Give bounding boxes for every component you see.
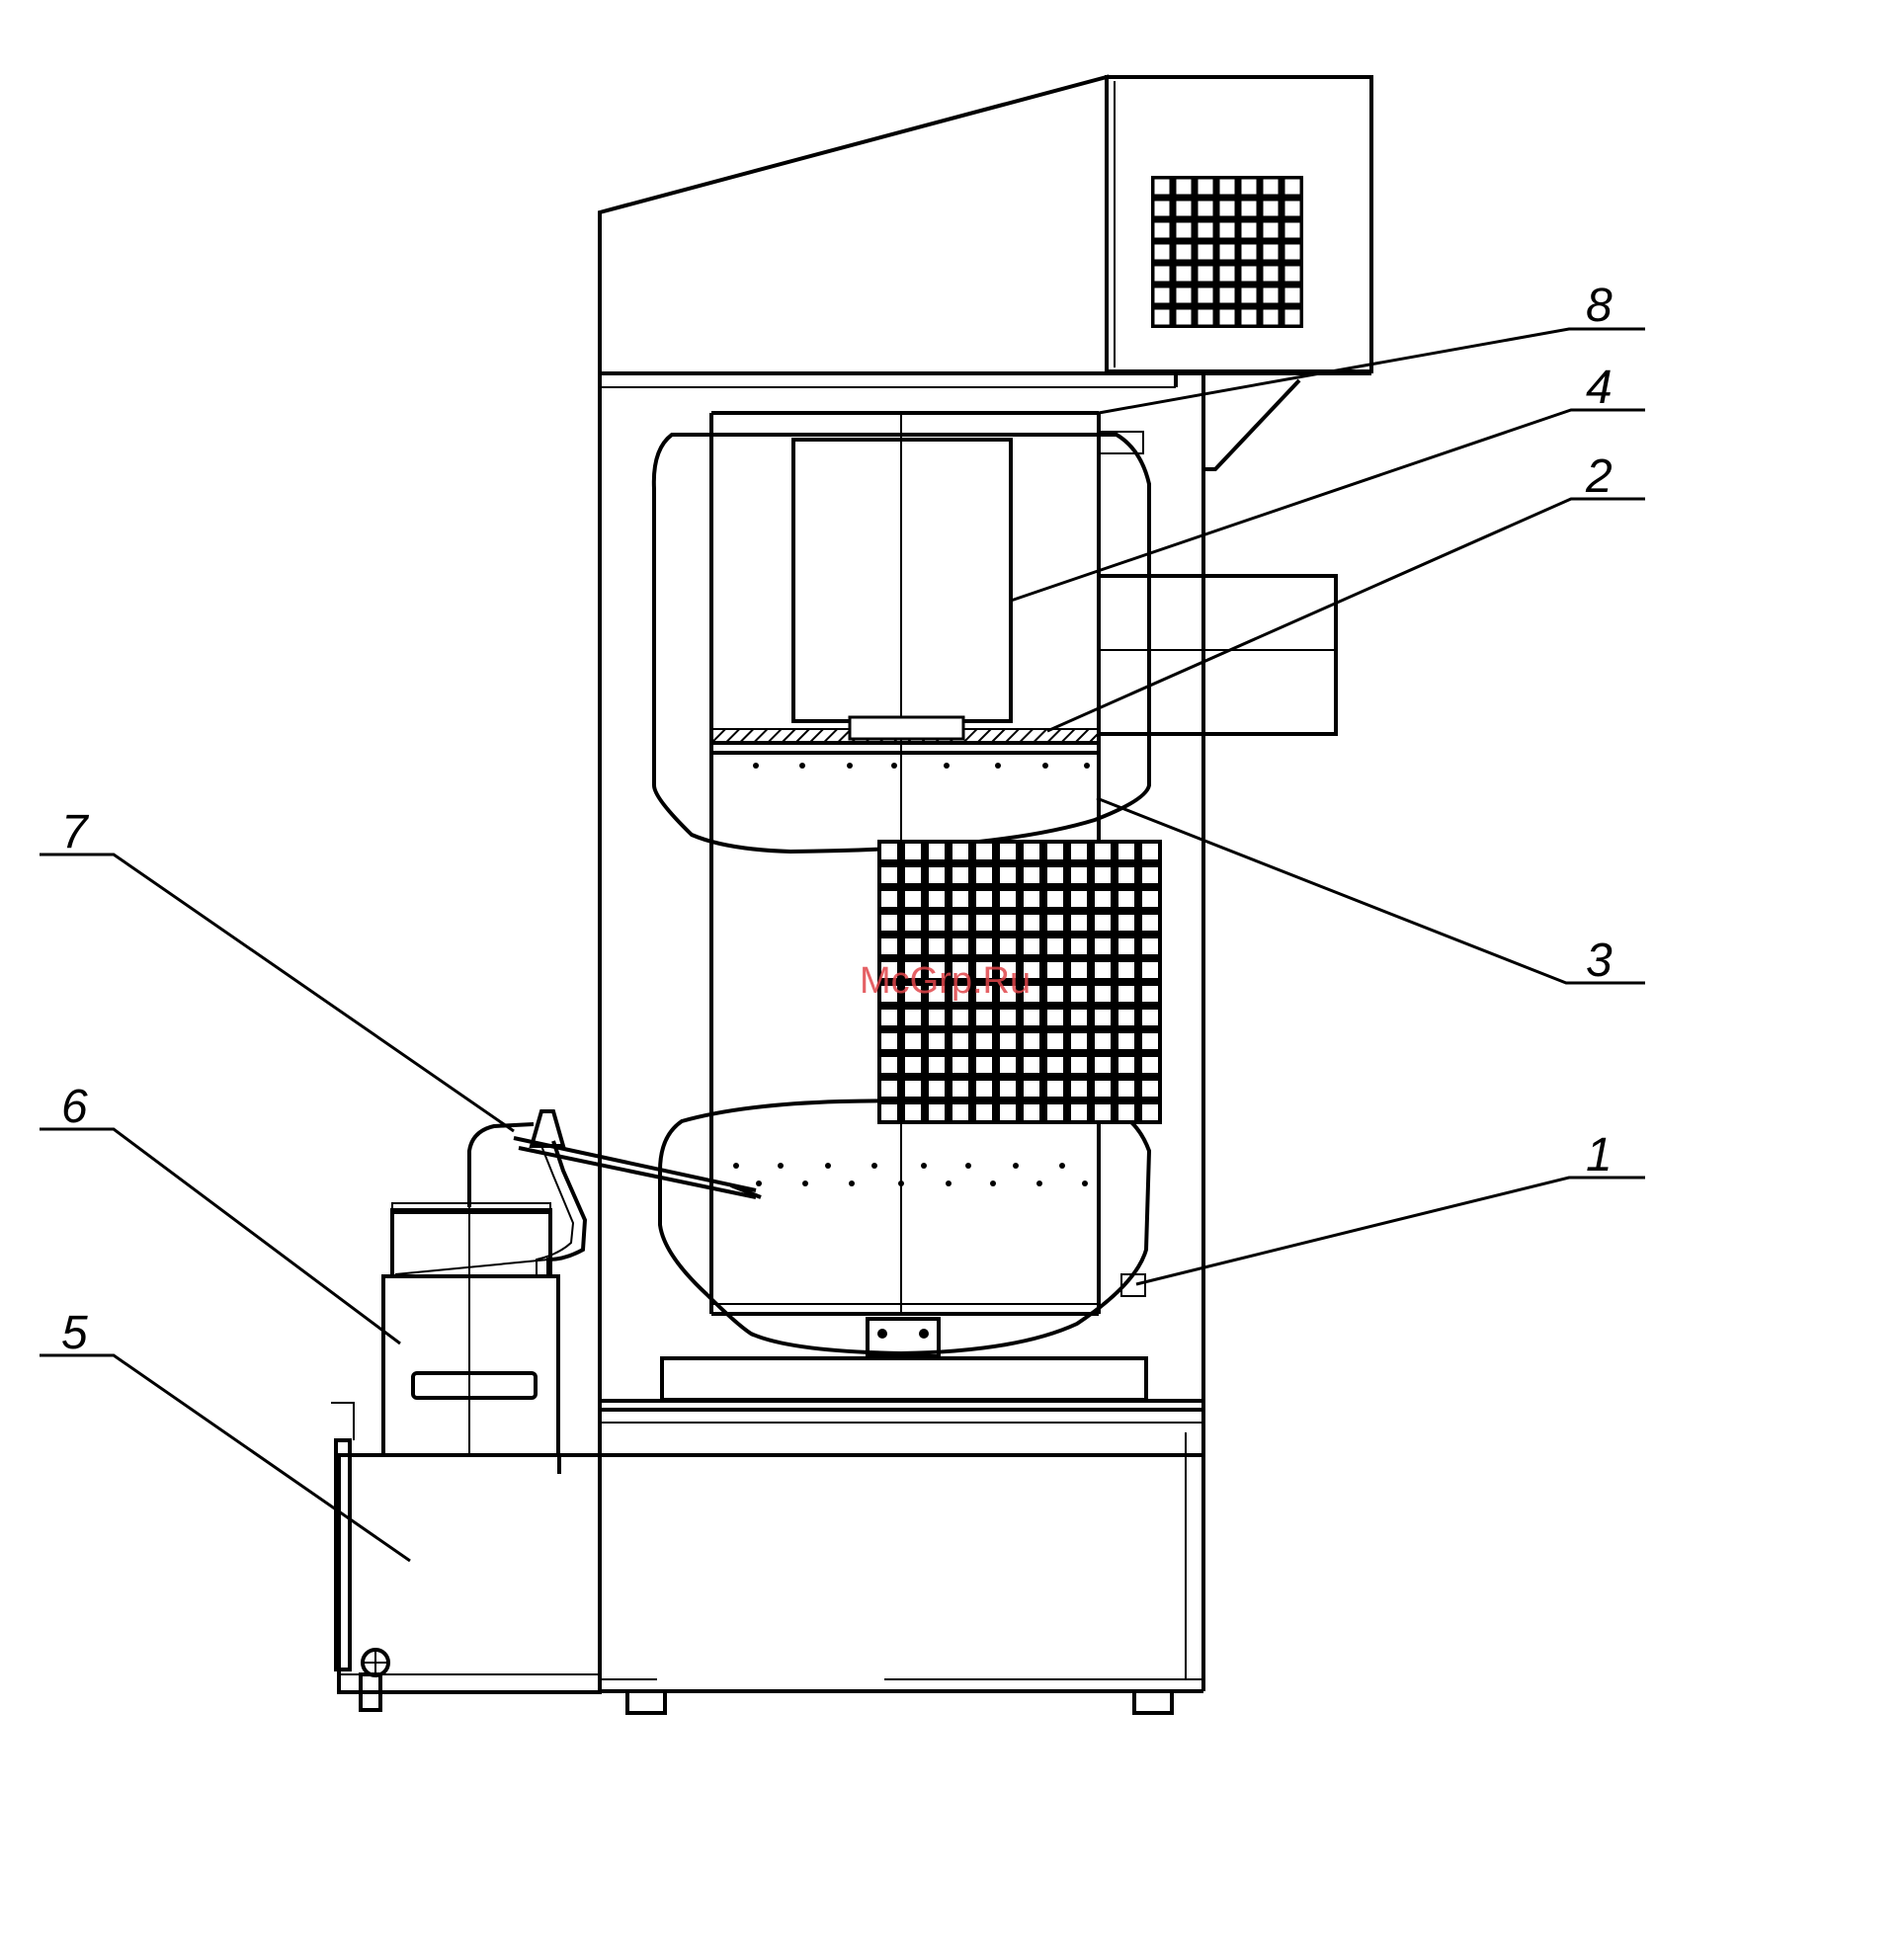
callout-7: 7	[61, 806, 90, 858]
callout-4: 4	[1586, 362, 1613, 414]
callout-8: 8	[1586, 280, 1613, 332]
callout-5: 5	[61, 1307, 88, 1359]
callout-3: 3	[1586, 935, 1613, 987]
callout-6: 6	[61, 1081, 88, 1133]
pump-unit	[383, 1111, 761, 1455]
perforation-upper	[753, 763, 1090, 769]
control-panel-grid	[1151, 176, 1303, 328]
leader-lines	[40, 329, 1645, 1561]
callout-2: 2	[1585, 450, 1613, 503]
callout-1: 1	[1586, 1129, 1613, 1181]
watermark: McGrp.Ru	[860, 960, 1031, 1002]
perforation-lower	[733, 1163, 1088, 1186]
base-section	[600, 1401, 1203, 1713]
